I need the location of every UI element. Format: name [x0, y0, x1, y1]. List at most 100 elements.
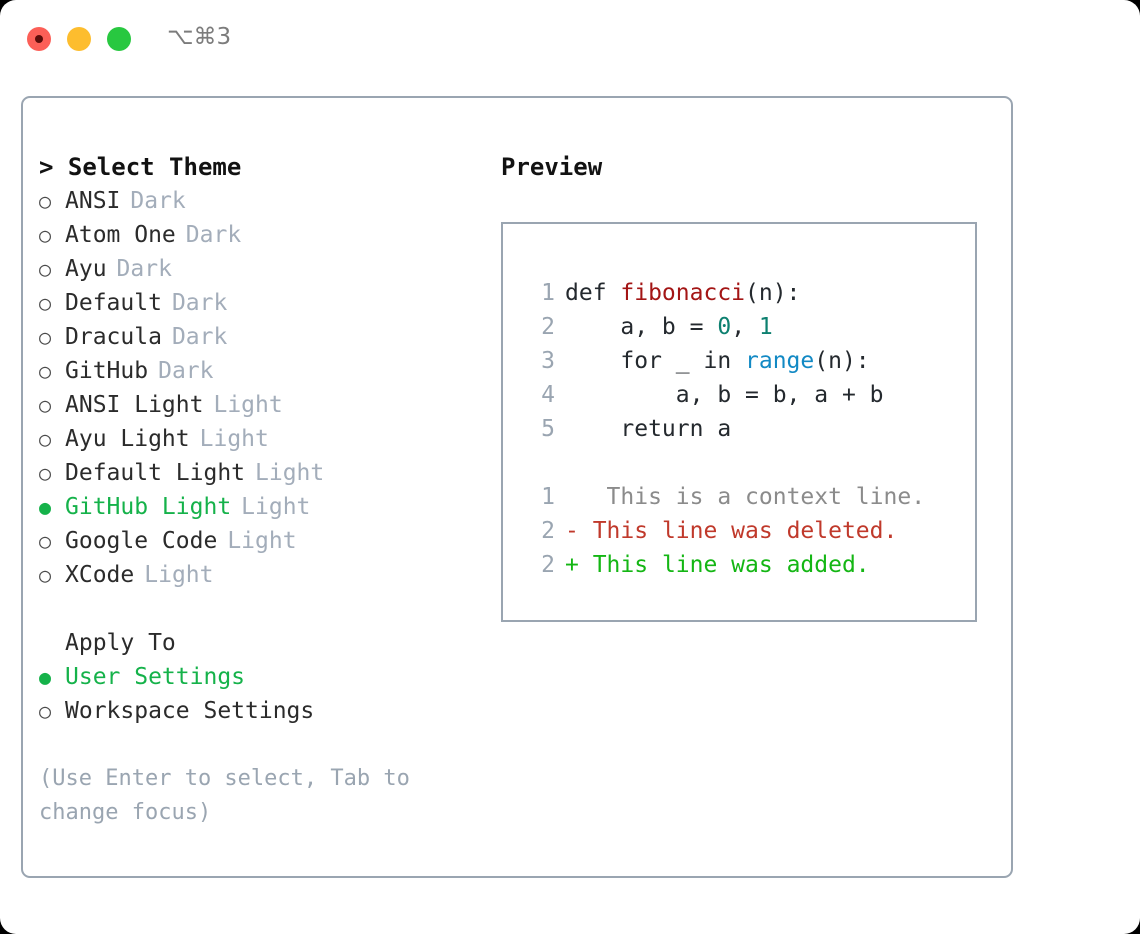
theme-option-variant-tag: Dark: [185, 222, 242, 248]
radio-selected-icon[interactable]: ●: [39, 495, 52, 519]
hint-spacer: [39, 728, 469, 762]
theme-option-atom-one[interactable]: ○ Atom One Dark: [39, 218, 469, 252]
theme-option-label: GitHub: [65, 358, 149, 384]
code-token: 0: [717, 314, 732, 340]
code-token: range: [745, 348, 815, 374]
keyboard-shortcut-label: ⌥⌘3: [167, 24, 232, 50]
code-token: def: [565, 280, 621, 306]
apply-to-option-workspace-settings[interactable]: ○ Workspace Settings: [39, 694, 469, 728]
radio-unselected-icon[interactable]: ○: [39, 257, 52, 281]
page-title: > Select Theme: [39, 153, 242, 181]
theme-option-variant-tag: Light: [241, 494, 311, 520]
close-button[interactable]: [27, 27, 51, 51]
theme-option-label: Default Light: [65, 460, 246, 486]
line-number: 5: [541, 416, 555, 442]
theme-option-ayu[interactable]: ○ Ayu Dark: [39, 252, 469, 286]
radio-unselected-icon[interactable]: ○: [39, 359, 52, 383]
diff-marker: -: [565, 518, 579, 544]
theme-option-variant-tag: Dark: [130, 188, 186, 214]
radio-unselected-icon[interactable]: ○: [39, 427, 52, 451]
code-token: 1: [758, 314, 773, 340]
code-line: 2 a, b = 0, 1: [525, 310, 967, 344]
theme-option-default[interactable]: ○ Default Dark: [39, 286, 469, 320]
theme-option-variant-tag: Dark: [171, 290, 228, 316]
diff-text: This is a context line.: [578, 484, 926, 510]
theme-option-label: Default: [65, 290, 162, 316]
diff-text: This line was deleted.: [578, 518, 898, 544]
code-token: fibonacci: [620, 280, 746, 306]
radio-unselected-icon[interactable]: ○: [39, 529, 52, 553]
code-token: (n):: [814, 348, 870, 374]
theme-option-ansi[interactable]: ○ ANSI Dark: [39, 184, 469, 218]
line-number: 2: [541, 314, 555, 340]
code-diff-gap: [525, 446, 967, 480]
theme-option-label: ANSI Light: [65, 392, 204, 418]
theme-option-label: Ayu Light: [65, 426, 190, 452]
theme-option-variant-tag: Light: [255, 460, 325, 486]
title-bar: ⌥⌘3: [0, 0, 1140, 80]
diff-line: 1 This is a context line.: [525, 480, 967, 514]
diff-line: 2- This line was deleted.: [525, 514, 967, 548]
line-number: 1: [541, 484, 555, 510]
apply-to-option-label: User Settings: [65, 664, 246, 690]
code-token: return a: [565, 416, 732, 442]
apply-to-option-user-settings[interactable]: ● User Settings: [39, 660, 469, 694]
keyboard-hint: (Use Enter to select, Tab to change focu…: [39, 766, 410, 825]
code-token: (n):: [745, 280, 801, 306]
radio-unselected-icon[interactable]: ○: [39, 461, 52, 485]
code-token: a, b =: [565, 314, 718, 340]
diff-line: 2 + This line was added.: [525, 548, 967, 582]
radio-unselected-icon[interactable]: ○: [39, 325, 52, 349]
theme-option-xcode[interactable]: ○ XCode Light: [39, 558, 469, 592]
code-line: 1 def fibonacci(n):: [525, 276, 967, 310]
diff-sample: 1 This is a context line.2- This line wa…: [525, 480, 967, 582]
theme-option-label: XCode: [65, 562, 135, 588]
radio-unselected-icon[interactable]: ○: [39, 393, 52, 417]
theme-option-variant-tag: Light: [227, 528, 297, 554]
code-token: a, b = b, a + b: [565, 382, 884, 408]
line-number: 1: [541, 280, 555, 306]
diff-marker: [565, 480, 579, 514]
theme-option-github-light[interactable]: ● GitHub Light Light: [39, 490, 469, 524]
theme-option-label: GitHub Light: [65, 494, 232, 520]
radio-unselected-icon[interactable]: ○: [39, 699, 52, 723]
theme-option-variant-tag: Dark: [116, 256, 172, 282]
radio-unselected-icon[interactable]: ○: [39, 189, 52, 213]
maximize-button[interactable]: [107, 27, 131, 51]
theme-option-label: Dracula: [65, 324, 162, 350]
theme-option-label: Atom One: [65, 222, 176, 248]
theme-option-default-light[interactable]: ○ Default Light Light: [39, 456, 469, 490]
diff-marker: +: [565, 552, 579, 578]
theme-option-variant-tag: Light: [144, 562, 214, 588]
minimize-button[interactable]: [67, 27, 91, 51]
diff-text: This line was added.: [578, 552, 870, 578]
line-number: 3: [541, 348, 555, 374]
radio-selected-icon[interactable]: ●: [39, 665, 52, 689]
theme-option-variant-tag: Light: [199, 426, 269, 452]
theme-option-label: ANSI: [65, 188, 121, 214]
code-line: 4 a, b = b, a + b: [525, 378, 967, 412]
code-token: for _ in: [565, 348, 746, 374]
theme-option-ayu-light[interactable]: ○ Ayu Light Light: [39, 422, 469, 456]
code-token: ,: [731, 314, 759, 340]
line-number: 2: [541, 552, 555, 578]
theme-option-variant-tag: Dark: [171, 324, 228, 350]
radio-unselected-icon[interactable]: ○: [39, 223, 52, 247]
theme-option-label: Ayu: [65, 256, 107, 282]
preview-title: Preview: [501, 153, 603, 181]
theme-option-dracula[interactable]: ○ Dracula Dark: [39, 320, 469, 354]
radio-unselected-icon[interactable]: ○: [39, 291, 52, 315]
line-number: 4: [541, 382, 555, 408]
radio-unselected-icon[interactable]: ○: [39, 563, 52, 587]
apply-to-option-label: Workspace Settings: [65, 698, 315, 724]
